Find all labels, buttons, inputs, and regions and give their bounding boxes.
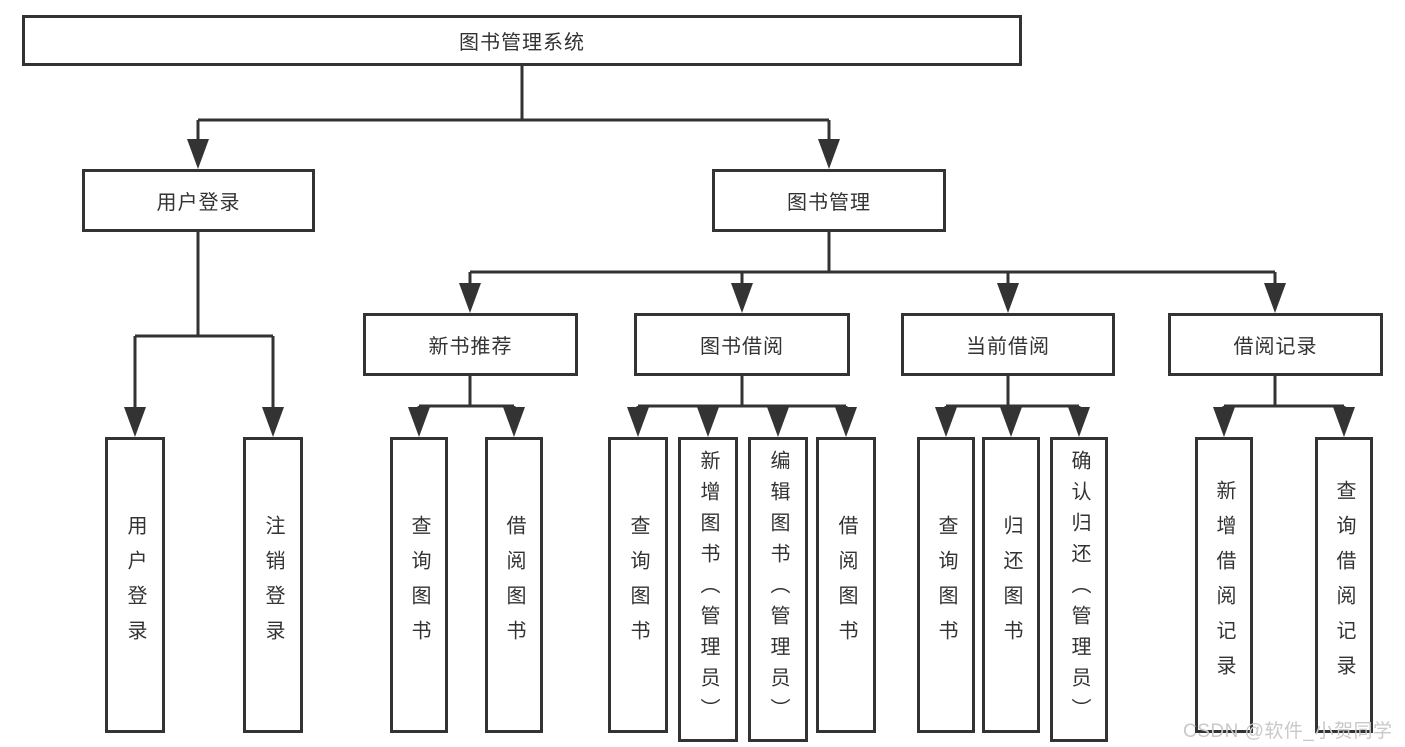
node-current-borrow: 当前借阅 bbox=[901, 313, 1115, 376]
leaf-bb-borrow-books-label: 借阅图书 bbox=[835, 515, 857, 655]
leaf-bb-edit-books-admin: 编辑图书（管理员） bbox=[748, 437, 808, 742]
arrowhead bbox=[459, 283, 481, 313]
leaf-br-query-record-label: 查询借阅记录 bbox=[1333, 480, 1355, 690]
node-current-borrow-label: 当前借阅 bbox=[966, 336, 1050, 358]
connector-user-login-to-leaves bbox=[124, 232, 284, 437]
csdn-watermark: CSDN @软件_小贺同学 bbox=[1183, 721, 1393, 742]
node-book-borrow: 图书借阅 bbox=[634, 313, 850, 376]
arrowhead bbox=[935, 407, 957, 437]
arrowhead bbox=[627, 407, 649, 437]
node-new-book-recommend-label: 新书推荐 bbox=[428, 336, 513, 358]
connector-book-borrow-to-leaves bbox=[627, 376, 857, 437]
node-user-login: 用户登录 bbox=[82, 169, 315, 232]
node-user-login-label: 用户登录 bbox=[156, 192, 241, 214]
node-new-book-recommend: 新书推荐 bbox=[363, 313, 578, 376]
arrowhead bbox=[1000, 407, 1022, 437]
node-book-management: 图书管理 bbox=[712, 169, 946, 232]
leaf-user-login-label: 用户登录 bbox=[124, 515, 146, 655]
node-book-borrow-label: 图书借阅 bbox=[700, 336, 784, 358]
arrowhead bbox=[124, 407, 146, 437]
node-borrow-records-label: 借阅记录 bbox=[1233, 336, 1318, 358]
connector-borrow-records-to-leaves bbox=[1213, 376, 1355, 437]
arrowhead bbox=[187, 139, 209, 169]
arrowhead bbox=[818, 139, 840, 169]
leaf-nbr-borrow-books: 借阅图书 bbox=[485, 437, 543, 733]
leaf-bb-add-books-admin: 新增图书（管理员） bbox=[678, 437, 738, 742]
leaf-nbr-borrow-books-label: 借阅图书 bbox=[503, 515, 525, 655]
leaf-cb-query-books-label: 查询图书 bbox=[935, 515, 957, 655]
leaf-bb-add-books-admin-label: 新增图书（管理员） bbox=[697, 450, 719, 729]
arrowhead bbox=[503, 407, 525, 437]
arrowhead bbox=[997, 283, 1019, 313]
leaf-user-login: 用户登录 bbox=[105, 437, 165, 733]
arrowhead bbox=[697, 407, 719, 437]
arrowhead bbox=[262, 407, 284, 437]
arrowhead bbox=[408, 407, 430, 437]
connector-root-to-level2 bbox=[187, 66, 840, 169]
leaf-nbr-query-books: 查询图书 bbox=[390, 437, 448, 733]
arrowhead bbox=[731, 283, 753, 313]
connector-book-management-to-level3 bbox=[459, 232, 1286, 313]
leaf-cb-confirm-return-admin-label: 确认归还（管理员） bbox=[1068, 450, 1090, 729]
node-root: 图书管理系统 bbox=[22, 15, 1022, 66]
leaf-bb-query-books: 查询图书 bbox=[608, 437, 668, 733]
leaf-cb-confirm-return-admin: 确认归还（管理员） bbox=[1050, 437, 1108, 742]
connector-current-borrow-to-leaves bbox=[935, 376, 1090, 437]
leaf-logout: 注销登录 bbox=[243, 437, 303, 733]
leaf-nbr-query-books-label: 查询图书 bbox=[408, 515, 430, 655]
leaf-cb-return-books: 归还图书 bbox=[982, 437, 1040, 733]
leaf-bb-edit-books-admin-label: 编辑图书（管理员） bbox=[767, 450, 789, 729]
arrowhead bbox=[1264, 283, 1286, 313]
node-borrow-records: 借阅记录 bbox=[1168, 313, 1383, 376]
arrowhead bbox=[1068, 407, 1090, 437]
leaf-bb-borrow-books: 借阅图书 bbox=[816, 437, 876, 733]
leaf-br-query-record: 查询借阅记录 bbox=[1315, 437, 1373, 733]
arrowhead bbox=[1213, 407, 1235, 437]
leaf-cb-return-books-label: 归还图书 bbox=[1000, 515, 1022, 655]
arrowhead bbox=[1333, 407, 1355, 437]
leaf-bb-query-books-label: 查询图书 bbox=[627, 515, 649, 655]
arrowhead bbox=[835, 407, 857, 437]
node-book-management-label: 图书管理 bbox=[787, 192, 871, 214]
leaf-cb-query-books: 查询图书 bbox=[917, 437, 975, 733]
leaf-br-add-record-label: 新增借阅记录 bbox=[1213, 480, 1235, 690]
leaf-br-add-record: 新增借阅记录 bbox=[1195, 437, 1253, 733]
node-root-label: 图书管理系统 bbox=[459, 32, 585, 54]
connector-new-book-recommend-to-leaves bbox=[408, 376, 525, 437]
arrowhead bbox=[767, 407, 789, 437]
leaf-logout-label: 注销登录 bbox=[262, 515, 284, 655]
